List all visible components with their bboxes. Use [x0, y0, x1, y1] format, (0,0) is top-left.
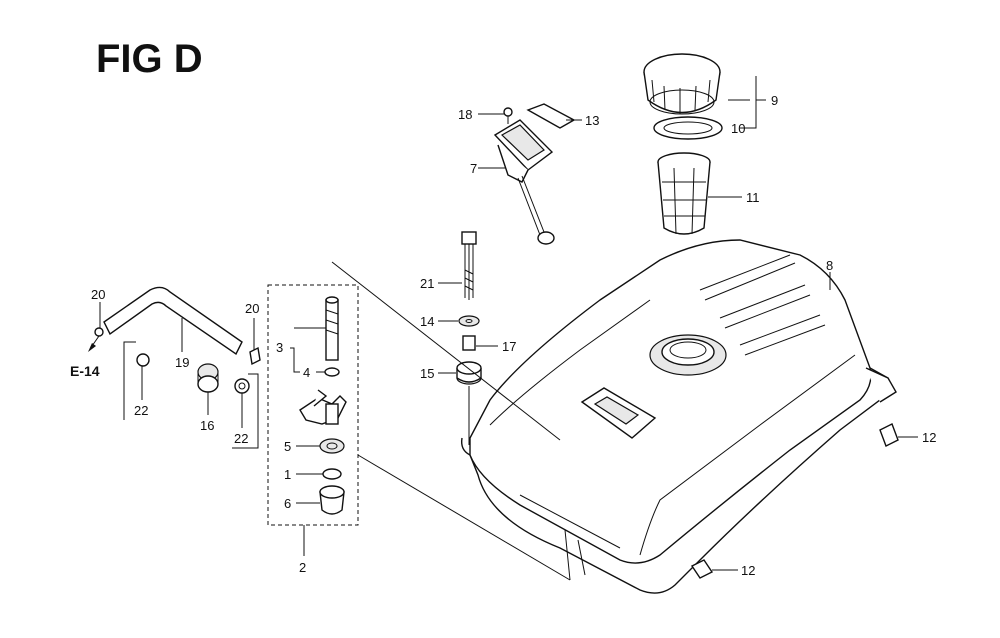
gasket-5 — [319, 438, 345, 454]
label-12-bottom: 12 — [741, 563, 755, 578]
cup-6 — [319, 485, 345, 515]
label-3: 3 — [276, 340, 283, 355]
rubber-mount-15 — [456, 361, 482, 385]
label-8: 8 — [826, 258, 833, 273]
clip-22-right — [234, 378, 250, 394]
label-19: 19 — [175, 355, 189, 370]
fuel-tank — [460, 239, 897, 594]
label-13: 13 — [585, 113, 599, 128]
tube-clip-20-right — [249, 346, 261, 366]
label-18: 18 — [458, 107, 472, 122]
washer-14 — [458, 315, 480, 327]
fuel-gauge — [493, 119, 555, 245]
gauge-screw — [503, 107, 513, 124]
label-22-left: 22 — [134, 403, 148, 418]
bracket-22-right — [232, 373, 259, 449]
fuel-strainer — [657, 152, 711, 235]
fuel-cock-pipe — [325, 296, 339, 361]
label-10: 10 — [731, 121, 745, 136]
leader-lines — [88, 76, 918, 581]
label-22-right: 22 — [234, 431, 248, 446]
fuel-cock-box — [267, 284, 359, 526]
tube-clip-20-left — [94, 327, 104, 337]
label-14: 14 — [420, 314, 434, 329]
label-20-left: 20 — [91, 287, 105, 302]
label-2: 2 — [299, 560, 306, 575]
label-5: 5 — [284, 439, 291, 454]
part-labels: 9 10 11 7 18 13 8 21 14 17 15 12 12 3 4 … — [70, 93, 936, 578]
tank-bolt — [461, 231, 477, 300]
clip-12-right — [879, 423, 899, 447]
label-9: 9 — [771, 93, 778, 108]
label-4: 4 — [303, 365, 310, 380]
clip-22-left — [136, 353, 150, 367]
figure-title: FIG D — [96, 37, 203, 81]
bracket-22-left — [123, 341, 136, 420]
cap-gasket — [653, 116, 723, 140]
label-7: 7 — [470, 161, 477, 176]
collar-17 — [462, 335, 476, 351]
grommet-16 — [197, 363, 219, 393]
fuel-tube-19 — [103, 286, 243, 356]
gauge-plate — [526, 103, 576, 129]
label-16: 16 — [200, 418, 214, 433]
ref-e14: E-14 — [70, 363, 100, 379]
label-17: 17 — [502, 339, 516, 354]
label-21: 21 — [420, 276, 434, 291]
clip-12-bottom — [690, 559, 714, 579]
label-6: 6 — [284, 496, 291, 511]
label-11: 11 — [746, 190, 760, 205]
o-ring-4 — [324, 367, 340, 377]
label-1: 1 — [284, 467, 291, 482]
o-ring-1 — [322, 468, 342, 480]
fuel-cap — [643, 53, 721, 115]
fuel-cock-body — [299, 389, 347, 425]
label-20-right: 20 — [245, 301, 259, 316]
label-15: 15 — [420, 366, 434, 381]
label-12-right: 12 — [922, 430, 936, 445]
